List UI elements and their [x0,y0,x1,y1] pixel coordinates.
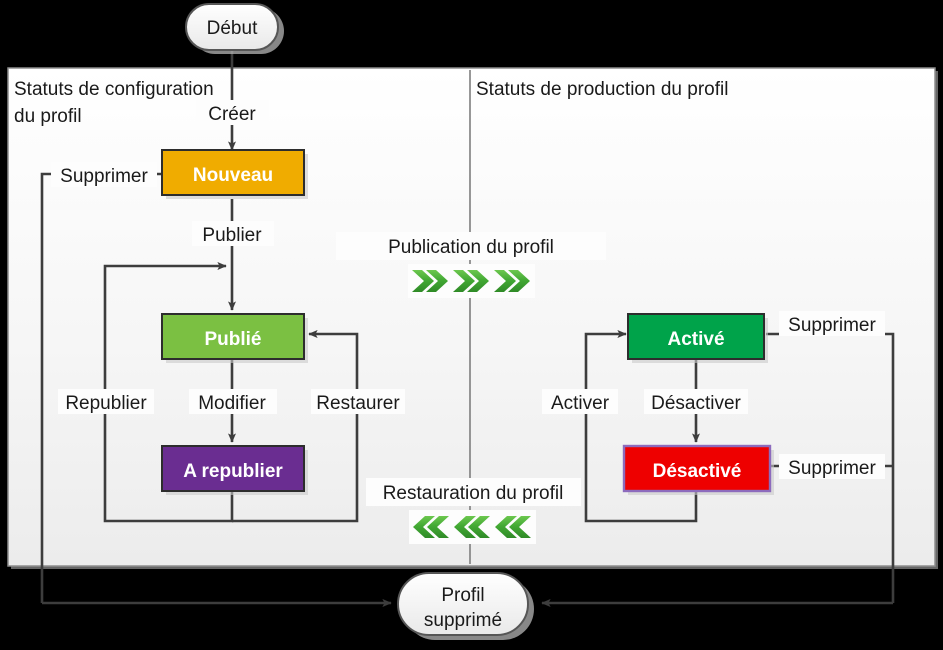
transition-label-creer: Créer [208,104,256,125]
state-label-active: Activé [667,329,724,350]
transition-label-modifier: Modifier [198,393,266,414]
transition-label-activer: Activer [551,393,610,414]
terminator-debut[interactable]: Début [185,3,284,54]
terminator-profil-supprime[interactable]: Profil supprimé [397,572,534,640]
state-label-publie: Publié [204,329,261,350]
zone-title-configuration-line2: du profil [14,106,82,127]
transition-label-restaurer: Restaurer [316,393,400,414]
terminator-label-debut: Début [207,18,258,39]
flow-restauration-label-bg [366,478,581,506]
transition-label-publier: Publier [202,225,262,246]
flow-restauration: Restauration du profil [366,478,581,544]
flow-publication-label-bg [336,232,606,260]
transition-labels: Créer Publier Modifier Republier Restaur… [51,100,885,479]
transition-label-republier: Republier [65,393,147,414]
zone-title-production: Statuts de production du profil [476,79,728,100]
terminator-label-profil-supprime-line1: Profil [441,585,484,606]
transition-label-supprimer-desactive: Supprimer [788,458,876,479]
state-box-active[interactable]: Activé [627,313,768,363]
flow-publication: Publication du profil [336,232,606,298]
state-label-nouveau: Nouveau [193,165,273,186]
state-box-nouveau[interactable]: Nouveau [161,149,308,199]
flow-restauration-label: Restauration du profil [383,483,564,504]
flow-publication-label: Publication du profil [388,237,554,258]
terminator-label-profil-supprime-line2: supprimé [424,610,502,631]
transition-label-supprimer-active: Supprimer [788,315,876,336]
transition-label-desactiver: Désactiver [651,393,741,414]
state-label-desactive: Désactivé [653,461,742,482]
state-label-a-republier: A republier [183,461,283,482]
state-box-desactive[interactable]: Désactivé [622,444,774,495]
zone-title-configuration-line1: Statuts de configuration [14,79,214,100]
chevron-right-group [412,270,530,292]
state-box-a-republier[interactable]: A republier [161,445,308,495]
chevron-left-group [413,516,531,538]
state-box-publie[interactable]: Publié [161,313,308,363]
transition-label-supprimer-nouveau: Supprimer [60,166,148,187]
